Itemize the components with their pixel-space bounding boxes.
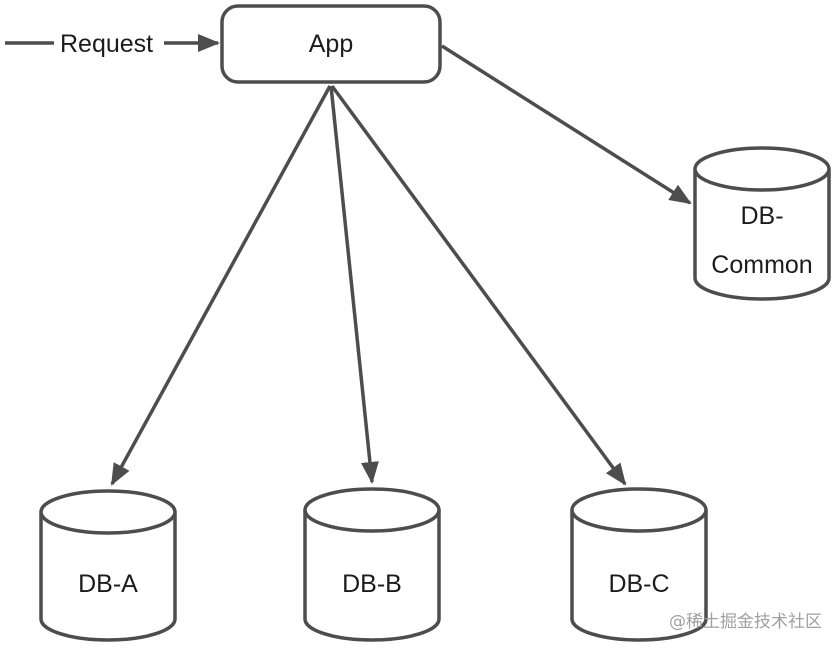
- db-a-top: [39, 489, 177, 535]
- db-common-node: DB- Common: [693, 146, 831, 301]
- app-node: App: [220, 4, 442, 84]
- db-b-node: DB-B: [303, 487, 441, 642]
- edge-app-to-db-common: [441, 44, 692, 205]
- db-common-label-line1: DB-: [740, 202, 783, 230]
- db-b-top: [303, 487, 441, 533]
- db-c-top: [570, 487, 708, 533]
- db-common-label-line2: Common: [711, 251, 812, 279]
- app-label: App: [309, 30, 353, 58]
- db-common-body: [693, 169, 831, 301]
- db-b-body: [303, 510, 441, 642]
- edges: [110, 44, 692, 486]
- app-box: [220, 4, 442, 84]
- db-a-node: DB-A: [39, 489, 177, 642]
- db-c-node: DB-C: [570, 487, 708, 642]
- db-a-label: DB-A: [78, 570, 138, 598]
- db-a-body: [39, 512, 177, 642]
- request-label: Request: [60, 30, 153, 58]
- edge-app-to-db-b: [329, 85, 379, 484]
- db-common-top: [693, 146, 831, 192]
- db-b-label: DB-B: [342, 570, 402, 598]
- watermark-text: @稀土掘金技术社区: [669, 612, 822, 632]
- request-edge: Request: [5, 30, 220, 58]
- db-c-body: [570, 510, 708, 642]
- edge-app-to-db-a: [110, 85, 332, 486]
- db-c-label: DB-C: [608, 570, 669, 598]
- edge-app-to-db-c: [330, 84, 627, 486]
